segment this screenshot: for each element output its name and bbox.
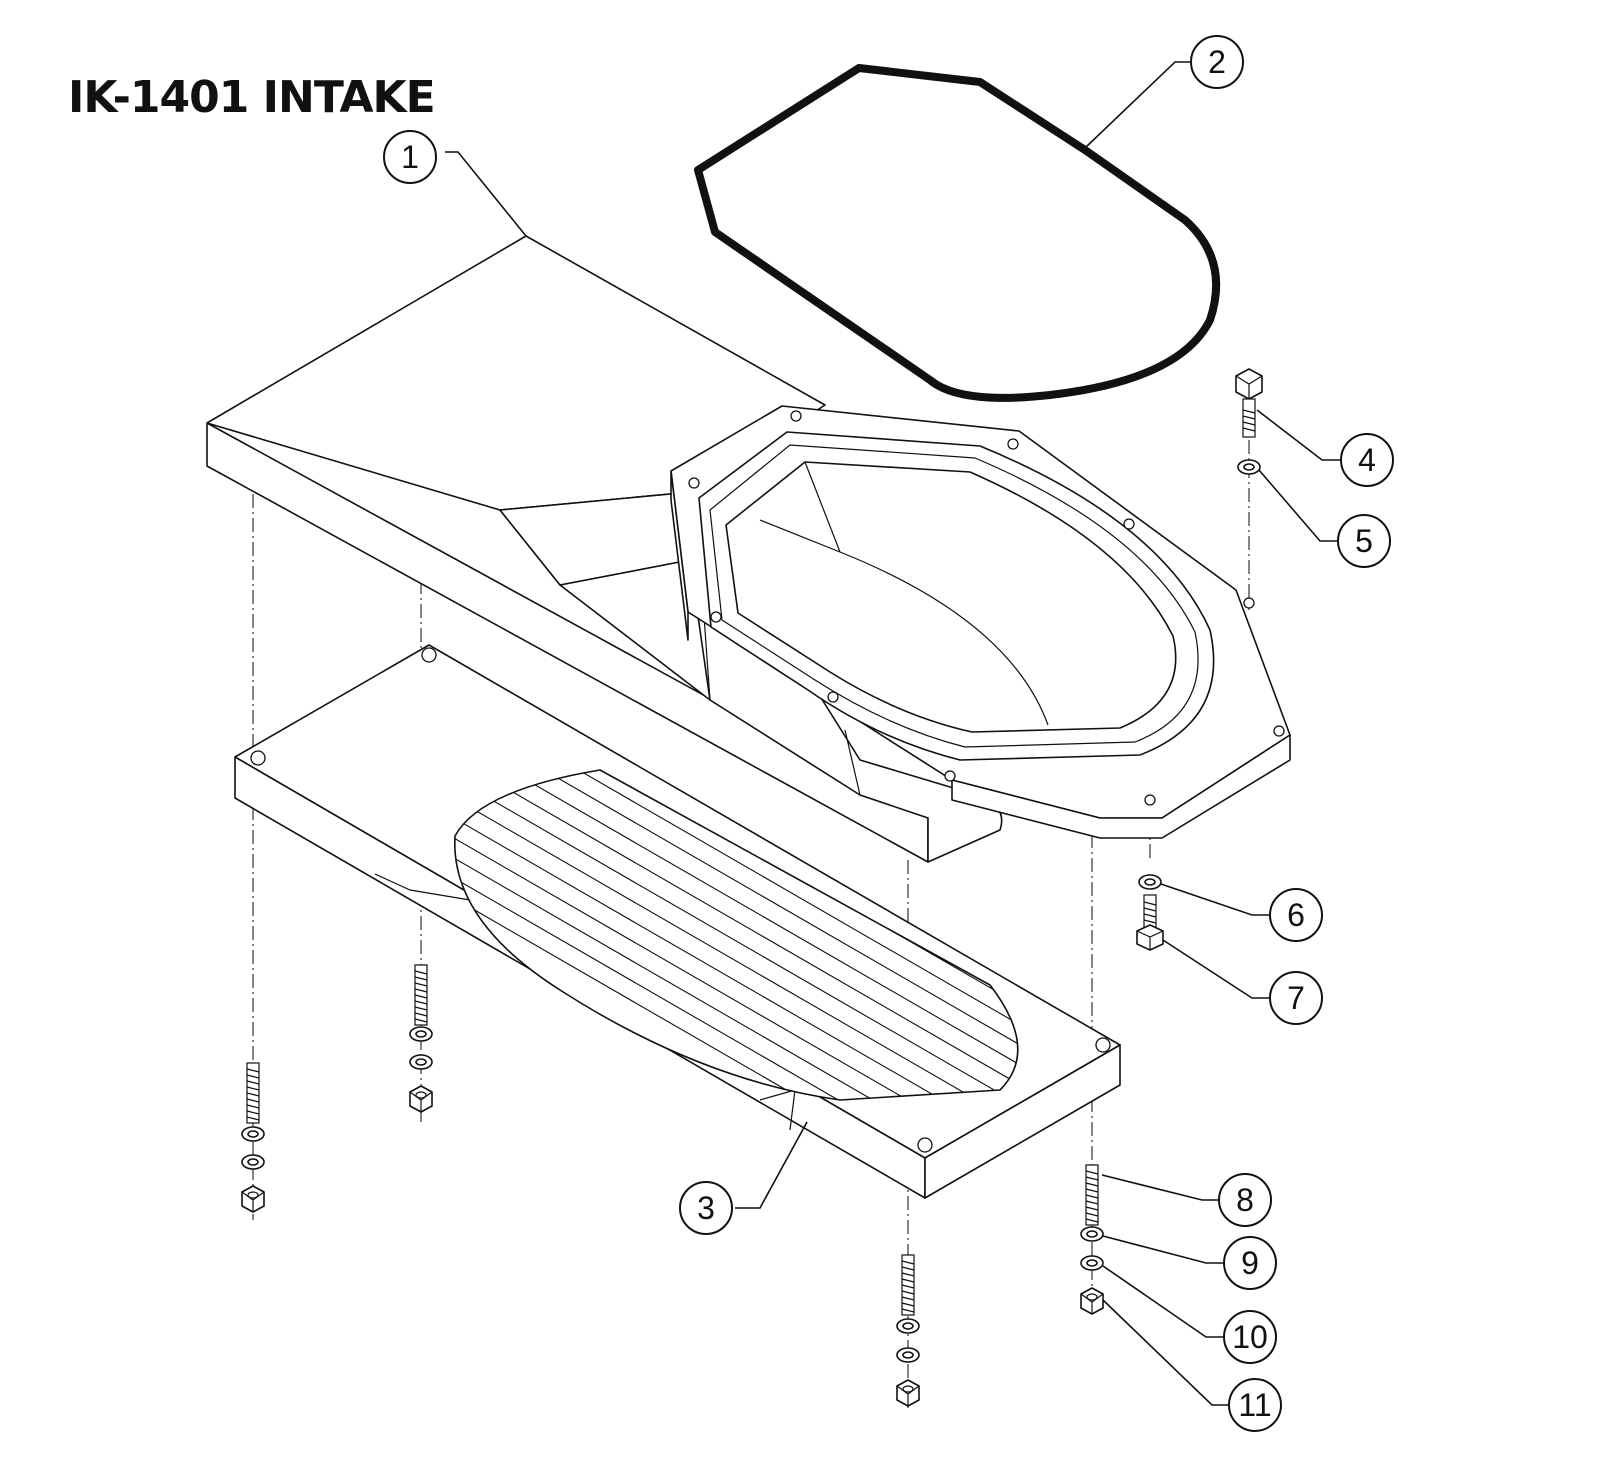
svg-text:6: 6 bbox=[1287, 897, 1305, 933]
callout-9: 9 bbox=[1223, 1236, 1277, 1290]
lower-washer bbox=[1138, 874, 1162, 890]
stud-assembly-bottom bbox=[896, 1254, 920, 1407]
callout-4: 4 bbox=[1340, 433, 1394, 487]
top-bolt bbox=[1235, 368, 1263, 438]
callout-7: 7 bbox=[1269, 971, 1323, 1025]
svg-text:4: 4 bbox=[1358, 442, 1376, 478]
svg-text:1: 1 bbox=[401, 139, 419, 175]
intake-housing bbox=[206, 235, 1291, 863]
stud-assembly-right bbox=[1080, 1164, 1104, 1315]
callout-8: 8 bbox=[1218, 1173, 1272, 1227]
leader-lines bbox=[445, 61, 1340, 1406]
svg-text:2: 2 bbox=[1208, 44, 1226, 80]
svg-text:10: 10 bbox=[1232, 1319, 1268, 1355]
stud-assembly-mid-left bbox=[409, 964, 433, 1113]
diagram-title: IK-1401 INTAKE bbox=[68, 72, 435, 123]
flange-bolt-holes bbox=[688, 410, 1285, 806]
grate-plate bbox=[234, 644, 1121, 1199]
svg-text:11: 11 bbox=[1238, 1387, 1271, 1423]
gasket bbox=[694, 64, 1221, 402]
callout-3: 3 bbox=[679, 1181, 733, 1235]
callout-5: 5 bbox=[1337, 514, 1391, 568]
lower-bolt bbox=[1136, 894, 1164, 951]
callout-2: 2 bbox=[1190, 35, 1244, 89]
callout-1: 1 bbox=[383, 130, 437, 184]
callout-10: 10 bbox=[1223, 1310, 1277, 1364]
svg-text:8: 8 bbox=[1236, 1182, 1254, 1218]
callout-6: 6 bbox=[1269, 888, 1323, 942]
top-washer bbox=[1237, 459, 1261, 475]
svg-text:3: 3 bbox=[697, 1190, 715, 1226]
callout-11: 11 bbox=[1228, 1378, 1282, 1432]
svg-text:7: 7 bbox=[1287, 980, 1305, 1016]
svg-text:9: 9 bbox=[1241, 1245, 1259, 1281]
stud-assembly-left bbox=[241, 1062, 265, 1213]
svg-text:5: 5 bbox=[1355, 523, 1373, 559]
